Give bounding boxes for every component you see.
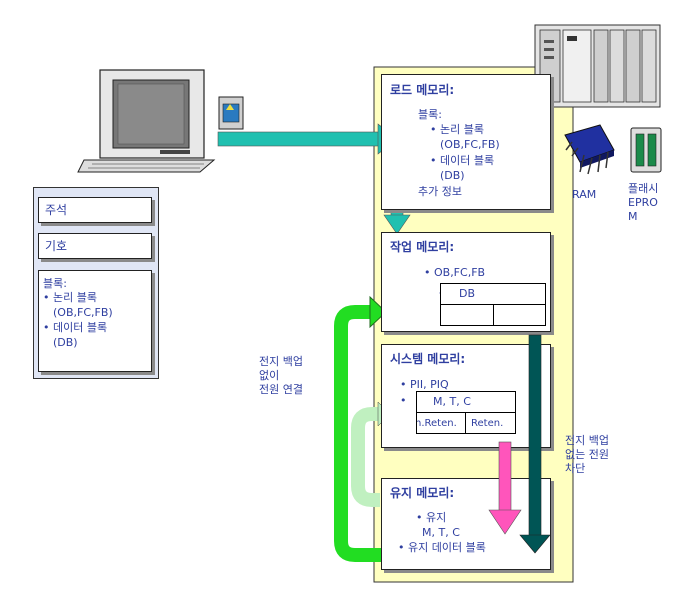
retentive-memory-item1: • 유지 — [416, 511, 447, 524]
system-memory-nonreten-cell: n.Reten. — [416, 412, 466, 434]
blocks-logic: • 논리 블록 — [43, 291, 97, 304]
battery-connect-line3: 전원 연결 — [259, 383, 303, 396]
load-memory-blocks-title: 블록: — [418, 108, 442, 121]
blocks-logic-list: (OB,FC,FB) — [53, 306, 113, 319]
battery-cut-label: 전지 백업 없는 전원 차단 — [565, 434, 609, 476]
load-memory-logic-list: (OB,FC,FB) — [440, 138, 500, 151]
ram-label: RAM — [572, 188, 597, 201]
battery-cut-line1: 전지 백업 — [565, 434, 609, 447]
system-memory-bullet2: • — [400, 394, 407, 407]
system-memory-mtc-label: M, T, C — [433, 395, 471, 408]
comment-label: 주석 — [45, 203, 68, 217]
blocks-data-list: (DB) — [53, 336, 78, 349]
retentive-memory-title: 유지 메모리: — [390, 486, 455, 500]
symbol-box[interactable]: 기호 — [38, 233, 152, 259]
flash-line1: 플래시 — [628, 182, 659, 195]
work-memory-db-label: DB — [459, 287, 476, 300]
work-memory-db-pane: DB — [440, 283, 546, 305]
system-memory-title: 시스템 메모리: — [390, 352, 466, 366]
battery-connect-label: 전지 백업 없이 전원 연결 — [259, 355, 303, 397]
load-memory-data-blocks: • 데이터 블록 — [430, 154, 495, 167]
system-memory-reten-cell: Reten. — [465, 412, 516, 434]
battery-cut-line3: 차단 — [565, 462, 586, 475]
load-memory-title: 로드 메모리: — [390, 83, 455, 97]
retentive-memory-box[interactable]: 유지 메모리: • 유지 M, T, C • 유지 데이터 블록 — [381, 478, 551, 570]
system-memory-nonreten-label: n.Reten. — [416, 418, 457, 429]
load-memory-data-list: (DB) — [440, 169, 465, 182]
work-memory-box[interactable]: 작업 메모리: • OB,FC,FB • DB — [381, 232, 551, 332]
green-loop-arrow — [334, 295, 387, 562]
retentive-memory-item1-sub: M, T, C — [422, 526, 460, 539]
load-memory-extra-info: 추가 정보 — [418, 185, 462, 198]
flash-line3: M — [628, 210, 638, 223]
retentive-memory-item2: • 유지 데이터 블록 — [398, 541, 486, 554]
offline-project-panel: 주석 기호 블록: • 논리 블록 (OB,FC,FB) • 데이터 블록 (D… — [33, 187, 159, 379]
plc-rack-icon — [534, 24, 661, 108]
system-memory-item1: • PII, PIQ — [400, 378, 449, 391]
work-memory-item1: • OB,FC,FB — [424, 266, 486, 279]
work-memory-db-cell-2 — [493, 304, 546, 326]
battery-cut-line2: 없는 전원 — [565, 448, 609, 461]
load-memory-box[interactable]: 로드 메모리: 블록: • 논리 블록 (OB,FC,FB) • 데이터 블록 … — [381, 74, 551, 210]
system-memory-box[interactable]: 시스템 메모리: • PII, PIQ • M, T, C n.Reten. R… — [381, 344, 551, 448]
work-memory-db-cell-1 — [440, 304, 494, 326]
flash-eprom-card-icon — [630, 127, 662, 173]
blocks-data: • 데이터 블록 — [43, 321, 108, 334]
computer-terminal-icon — [77, 69, 216, 173]
symbol-label: 기호 — [45, 239, 68, 253]
system-memory-mtc-pane: M, T, C — [416, 391, 516, 413]
load-memory-logic-blocks: • 논리 블록 — [430, 123, 484, 136]
program-module-icon — [218, 96, 244, 130]
flash-eprom-label: 플래시 EPRO M — [628, 182, 658, 224]
system-memory-reten-label: Reten. — [471, 418, 504, 429]
cyan-transfer-arrow — [217, 123, 398, 155]
blocks-box[interactable]: 블록: • 논리 블록 (OB,FC,FB) • 데이터 블록 (DB) — [38, 270, 152, 372]
comment-box[interactable]: 주석 — [38, 197, 152, 223]
ram-chip-icon — [564, 124, 615, 175]
battery-connect-line2: 없이 — [259, 369, 280, 382]
flash-line2: EPRO — [628, 196, 658, 209]
blocks-title: 블록: — [43, 277, 67, 290]
work-memory-title: 작업 메모리: — [390, 240, 455, 254]
battery-connect-line1: 전지 백업 — [259, 355, 303, 368]
